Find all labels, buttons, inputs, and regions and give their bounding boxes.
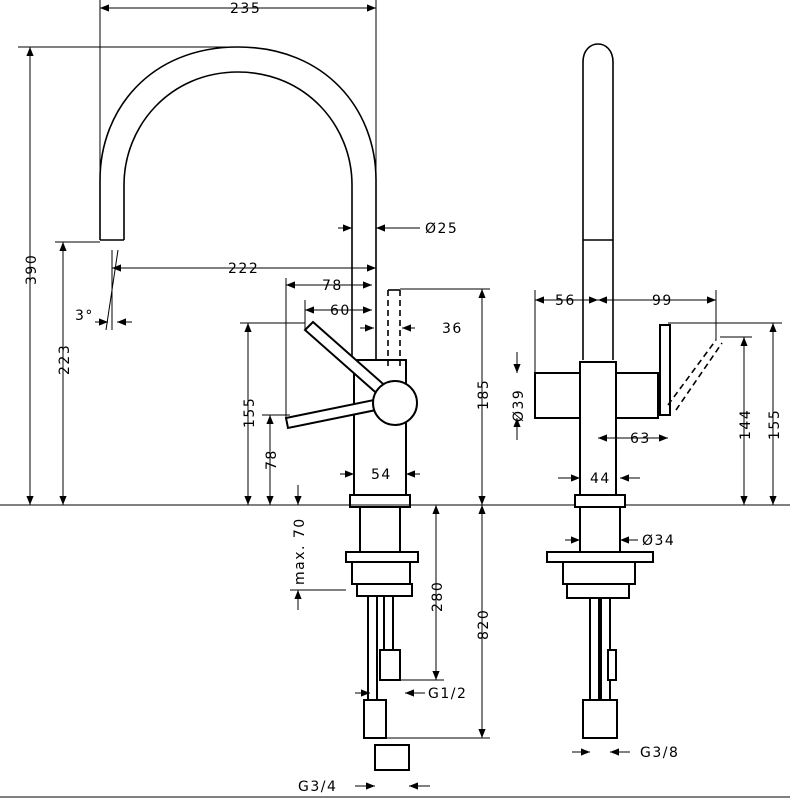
label-body-height: 185 — [476, 379, 492, 410]
lever-hub — [372, 380, 418, 426]
label-side-reach-right: 99 — [652, 293, 673, 309]
dimension-labels: 235 Ø25 222 3° 78 60 36 54 G1/2 G3/4 56 … — [24, 1, 783, 795]
label-lever-low-height: 78 — [264, 449, 280, 470]
label-lever-clearance: 36 — [442, 321, 463, 337]
label-hose-length: 820 — [476, 609, 492, 640]
label-spout-diameter: Ø25 — [425, 221, 458, 237]
front-view — [0, 46, 790, 798]
label-lever-reach: 78 — [322, 278, 343, 294]
side-cartridge — [534, 372, 581, 419]
side-lever — [659, 324, 671, 416]
label-thread-side: G3/8 — [640, 745, 679, 761]
label-thread-inlet: G1/2 — [428, 686, 467, 702]
label-side-diameter: Ø39 — [511, 389, 527, 422]
side-view — [534, 43, 723, 739]
label-lever-height: 155 — [242, 397, 258, 428]
dimension-lines — [18, 0, 782, 790]
label-side-base-width: 44 — [590, 471, 611, 487]
label-spout-height: 223 — [57, 344, 73, 375]
side-spout — [582, 43, 614, 360]
label-side-height-155: 155 — [767, 409, 783, 440]
label-body-base-width: 54 — [371, 467, 392, 483]
label-overall-width: 235 — [230, 1, 261, 17]
label-side-reach-left: 56 — [555, 293, 576, 309]
label-side-offset: 63 — [630, 431, 651, 447]
label-spout-reach: 222 — [228, 261, 259, 277]
label-lever-offset: 60 — [330, 303, 351, 319]
label-overall-height: 390 — [24, 254, 40, 285]
label-max-thickness: max. 70 — [292, 517, 308, 585]
spout-inner — [123, 71, 353, 360]
label-thread-outlet: G3/4 — [298, 779, 337, 795]
label-side-height-144: 144 — [738, 409, 754, 440]
label-shank-length: 280 — [430, 581, 446, 612]
label-shank-diameter: Ø34 — [642, 533, 675, 549]
label-tilt-angle: 3° — [75, 308, 94, 324]
mounting-plate — [345, 551, 419, 563]
